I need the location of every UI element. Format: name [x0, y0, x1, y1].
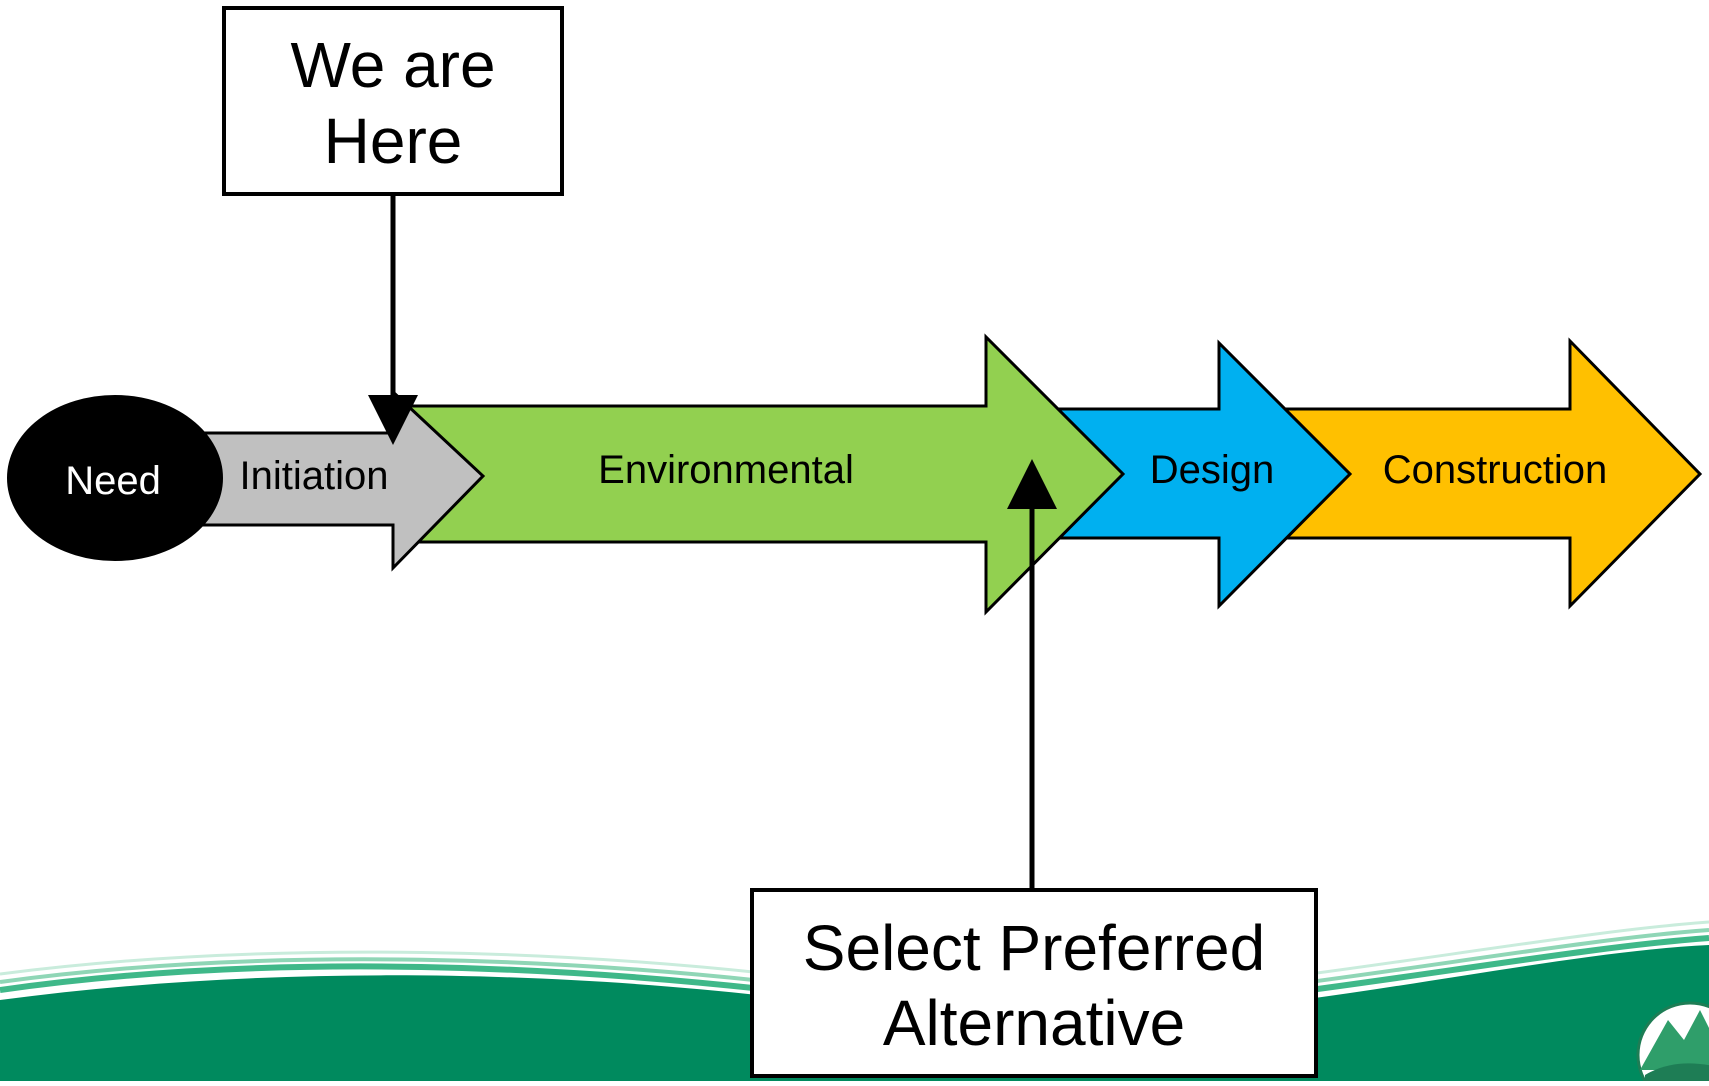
footer-wave-line: [1309, 920, 1709, 976]
stage-need-label: Need: [65, 459, 161, 503]
callout-current-line1: We are: [290, 29, 495, 101]
footer-wave-line: [0, 957, 791, 986]
footer-wave-line: [1309, 935, 1709, 993]
callout-box: [750, 888, 1318, 1078]
stage-environmental-label: Environmental: [598, 448, 854, 492]
callout-milestone-line2: Alternative: [883, 987, 1185, 1059]
callout-milestone-line1: Select Preferred: [803, 912, 1265, 984]
footer-wave-line: [1309, 928, 1709, 984]
stage-environmental: Environmental: [398, 333, 1126, 616]
stage-construction: Construction: [1283, 337, 1703, 610]
callout-milestone: Select Preferred Alternative: [750, 459, 1318, 1078]
stage-need: Need: [7, 395, 223, 561]
stage-construction-label: Construction: [1383, 448, 1608, 492]
stage-design-label: Design: [1150, 448, 1275, 492]
callout-current-stage: We are Here: [222, 6, 564, 445]
stage-initiation-label: Initiation: [240, 454, 389, 498]
stage-design: Design: [1053, 339, 1353, 610]
callout-current-line2: Here: [324, 105, 463, 177]
mountain-logo: [1636, 1001, 1709, 1086]
footer-wave-line: [0, 950, 791, 978]
footer-wave-line: [0, 963, 791, 995]
